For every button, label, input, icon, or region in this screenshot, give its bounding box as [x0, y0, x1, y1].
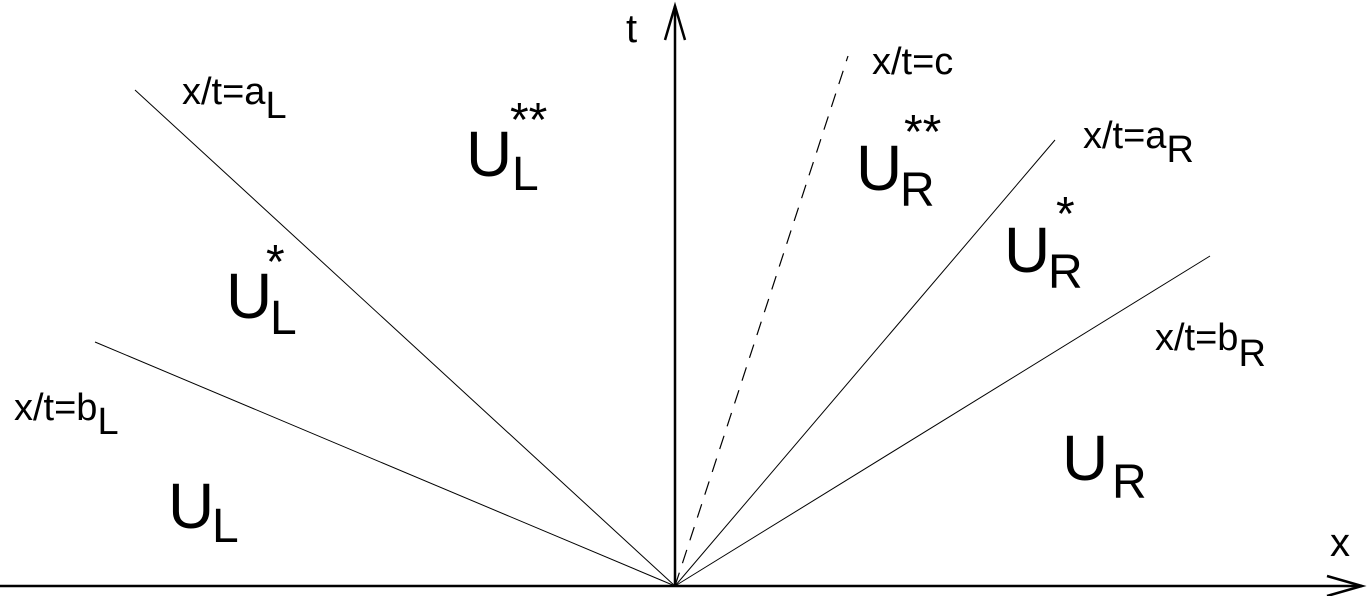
state-UR-star-sub: R: [1048, 246, 1083, 299]
t-axis-label: t: [626, 7, 637, 51]
label-bL-lhs: x/t=b: [14, 387, 97, 429]
label-c-lhs: x/t=c: [872, 41, 953, 83]
label-bL: x/t=bL: [14, 387, 119, 443]
wave-line-aR: [674, 139, 1056, 587]
label-bR: x/t=bR: [1155, 317, 1266, 375]
state-UR-star-base: U: [1004, 214, 1050, 286]
state-UL-starstar: U ** L: [466, 94, 547, 201]
label-aR: x/t=aR: [1083, 115, 1194, 171]
label-bL-sub: L: [97, 401, 118, 443]
state-UR-starstar-sup: **: [904, 106, 941, 159]
state-UL-base: U: [168, 470, 214, 542]
x-axis-arrowhead: [1326, 574, 1367, 596]
label-aL: x/t=aL: [182, 71, 287, 127]
wave-line-aL: [134, 89, 676, 587]
label-aR-sub: R: [1166, 129, 1193, 171]
t-axis-arrowhead: [663, 1, 687, 41]
t-axis: [663, 1, 687, 586]
label-aR-lhs: x/t=a: [1083, 115, 1167, 157]
state-UL-starstar-sub: L: [512, 148, 539, 201]
state-UR-starstar: U ** R: [856, 106, 941, 217]
x-axis-label: x: [1330, 521, 1350, 565]
label-bR-lhs: x/t=b: [1155, 317, 1238, 359]
state-UL: U L: [168, 470, 239, 553]
state-UL-star: U * L: [226, 236, 297, 345]
state-UL-star-sup: *: [266, 236, 285, 289]
label-c: x/t=c: [872, 41, 953, 83]
state-UL-starstar-base: U: [466, 118, 512, 190]
state-UL-star-sub: L: [270, 292, 297, 345]
state-UR-starstar-base: U: [856, 132, 902, 204]
label-aL-sub: L: [265, 85, 286, 127]
state-UR-star-sup: *: [1056, 188, 1075, 241]
state-UL-star-base: U: [226, 260, 272, 332]
x-axis: [0, 574, 1367, 596]
state-UR-sub: R: [1112, 456, 1147, 509]
wave-line-c: [674, 55, 849, 587]
label-bR-sub: R: [1238, 333, 1265, 375]
state-UR-starstar-sub: R: [900, 164, 935, 217]
label-aL-lhs: x/t=a: [182, 71, 266, 113]
state-UL-starstar-sup: **: [510, 94, 547, 147]
state-UL-sub: L: [212, 500, 239, 553]
wave-line-bR: [674, 255, 1211, 587]
state-UR-base: U: [1062, 422, 1108, 494]
state-UR: U R: [1062, 422, 1147, 509]
state-UR-star: U * R: [1004, 188, 1083, 299]
wave-line-bL: [94, 341, 676, 587]
